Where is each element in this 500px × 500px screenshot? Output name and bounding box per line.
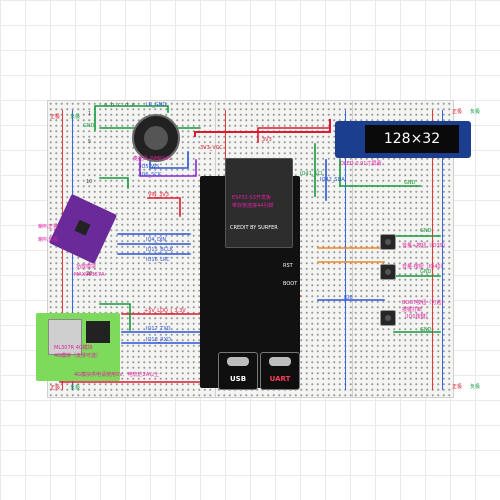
rail-plus-left [62, 110, 63, 390]
gnd-label: GND [404, 180, 416, 186]
col-letter: a [104, 102, 108, 108]
esp32-rf-shield [225, 158, 293, 248]
gnd-label: GND [83, 123, 95, 129]
row-number: 10 [86, 179, 93, 185]
io4-din-label: IO4_DIN [146, 237, 167, 243]
speaker-plus-label: 喇叭正极 [38, 224, 59, 230]
wire-oled-gnd [339, 159, 421, 187]
io17-txd-label: IO17_TXD [146, 326, 171, 332]
rail-minus-label-bottom: 负极 [70, 385, 81, 391]
rail-minus-right [442, 110, 443, 390]
amp-model: MAX98357A [74, 272, 105, 278]
wire-4g-gnd [99, 303, 131, 331]
wire-amp-gnd [99, 177, 129, 189]
io18-rxd-label: IO18_RXD [146, 337, 172, 343]
mod4g-note: 4G模块供电请使用5V、电流达2A以上 [74, 372, 160, 378]
gnd-label: GND [420, 228, 432, 234]
vin-label: VIN_3V3 [148, 192, 169, 198]
boot-label: BOOT [283, 281, 298, 287]
col-letter: e [132, 102, 136, 108]
rail-minus-mid [345, 110, 346, 390]
wire-vin [147, 197, 181, 217]
boot-button[interactable] [380, 310, 396, 326]
col-letter: b [111, 102, 115, 108]
esp-label-line2: 带双核连接44引脚 [232, 203, 274, 209]
mic-label: 麦克风 INMP441 [133, 156, 172, 162]
row-number: 20 [86, 271, 93, 277]
mic-lr-label: LR_GND [146, 102, 167, 108]
pin-5v-label: +5V_LDO_I_3.3V [144, 308, 186, 314]
speaker-minus-label: 喇叭负极 [38, 237, 59, 243]
col-letter: c [118, 102, 121, 108]
io41-scl-label: IO41_SCL [300, 171, 324, 177]
row-number: 5 [88, 139, 92, 145]
mic-vcc-label: 3V3 [262, 137, 272, 143]
rail-minus-label: 负极 [70, 114, 81, 120]
esp-label-line3: CREDIT BY SURFER [230, 225, 278, 231]
rail-minus-label-right-bottom: 负极 [470, 384, 481, 390]
io16-lrc-label: IO16_LRC [146, 257, 170, 263]
rail-minus-label-right: 负极 [470, 109, 481, 115]
mic-ws-label: IO5_WS [140, 164, 160, 170]
volume-up-button[interactable] [380, 234, 396, 250]
usb-port: USB [218, 352, 258, 390]
row-number: 1 [88, 111, 92, 117]
io0-label: IO0 [344, 295, 353, 301]
microphone-inmp441 [132, 114, 180, 162]
wire-3v3-red [194, 119, 331, 137]
io42-sda-label: IO42_SDA [320, 177, 345, 183]
rail-plus-right [432, 110, 433, 390]
oled-display: 128×32 [335, 121, 471, 158]
esp-label-line1: ESP32-S3开发板 [232, 195, 271, 201]
io15-bclk-label: IO15_BCLK [146, 247, 174, 253]
mod4g-label: ML307R 4G模块 [54, 345, 93, 351]
volume-down-label: 音量-按钮（IO40） [402, 264, 446, 270]
uart-port: UART [260, 352, 300, 390]
oled-screen-text: 128×32 [365, 125, 459, 153]
rail-plus-label-right-bottom: 正极 [452, 384, 463, 390]
mod4g-sublabel: 4G模块（支持可选） [54, 353, 102, 359]
rail-plus-label: 正极 [50, 114, 61, 120]
breadboard-left [47, 100, 219, 398]
ml307r-4g-module [36, 313, 120, 381]
mic-sck-label: IO6_SCK [140, 172, 162, 178]
boot-button-label: BOOT按钮（可选） 按键打断 （IO0按键） [402, 300, 447, 320]
v33-label: 3V3_VCC [200, 145, 223, 151]
wire-mic-ws [149, 151, 189, 169]
volume-down-button[interactable] [380, 264, 396, 280]
oled-label: OLED 0.91寸屏幕 [340, 161, 382, 167]
gnd-label: GND [420, 269, 432, 275]
usb-label: USB [229, 375, 247, 383]
rail-plus-label-right: 正极 [452, 109, 463, 115]
amp-label: 功放模块 [76, 264, 97, 270]
wire-mic-sck [139, 157, 197, 177]
wire-3v3-red-2 [257, 127, 331, 143]
rst-label: RST [283, 263, 293, 269]
uart-label: UART [269, 375, 291, 383]
col-letter: d [125, 102, 129, 108]
wire-mic-gnd [94, 105, 169, 131]
volume-up-label: 音量+按钮（IO39） [402, 243, 448, 249]
gnd-label: GND [420, 327, 432, 333]
rail-plus-label-bottom: 正极 [50, 385, 61, 391]
